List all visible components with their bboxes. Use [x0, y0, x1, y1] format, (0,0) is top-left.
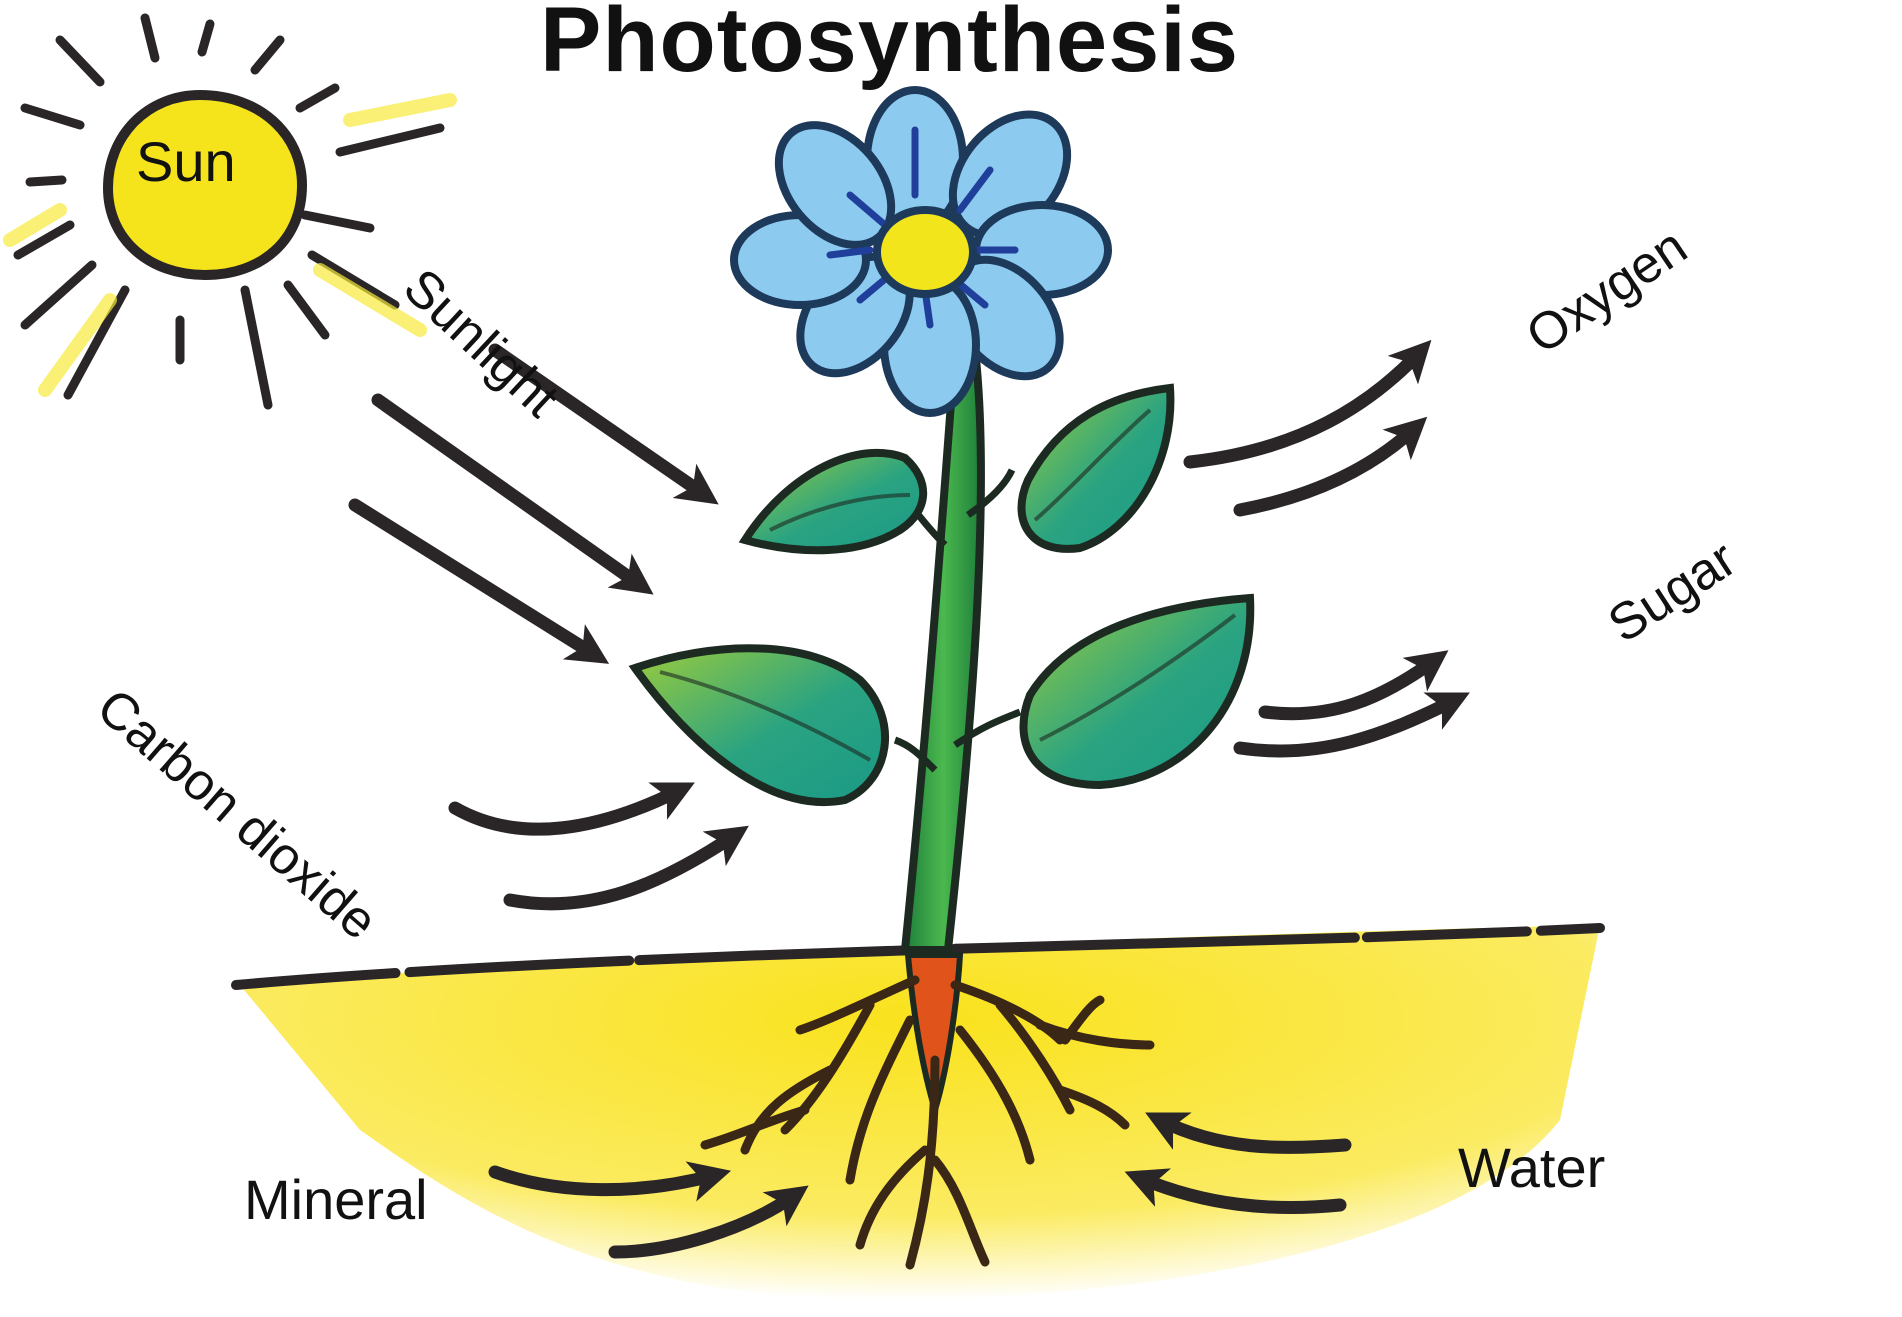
oxygen-arrows	[1183, 339, 1432, 517]
ground-line	[231, 923, 1605, 990]
label-sun: Sun	[136, 130, 236, 193]
sugar-arrows	[1233, 650, 1470, 758]
sun-rays	[13, 13, 445, 410]
leaf-upper-left	[738, 448, 928, 555]
leaf-lower-left	[628, 644, 889, 806]
diagram-title: Photosynthesis	[540, 0, 1240, 91]
flower-center	[873, 206, 977, 298]
sun-glow	[3, 93, 457, 397]
roots	[700, 975, 1155, 1270]
label-water: Water	[1458, 1136, 1606, 1199]
mineral-arrows	[488, 1161, 809, 1259]
carbon-dioxide-arrows	[448, 782, 749, 911]
label-mineral: Mineral	[244, 1168, 428, 1231]
leaf-upper-right	[1017, 383, 1175, 553]
stem	[900, 346, 985, 954]
water-arrows	[1124, 1112, 1352, 1214]
leaf-lower-right	[1019, 593, 1255, 790]
sunlight-arrows	[348, 343, 719, 664]
sun-body	[102, 89, 308, 281]
